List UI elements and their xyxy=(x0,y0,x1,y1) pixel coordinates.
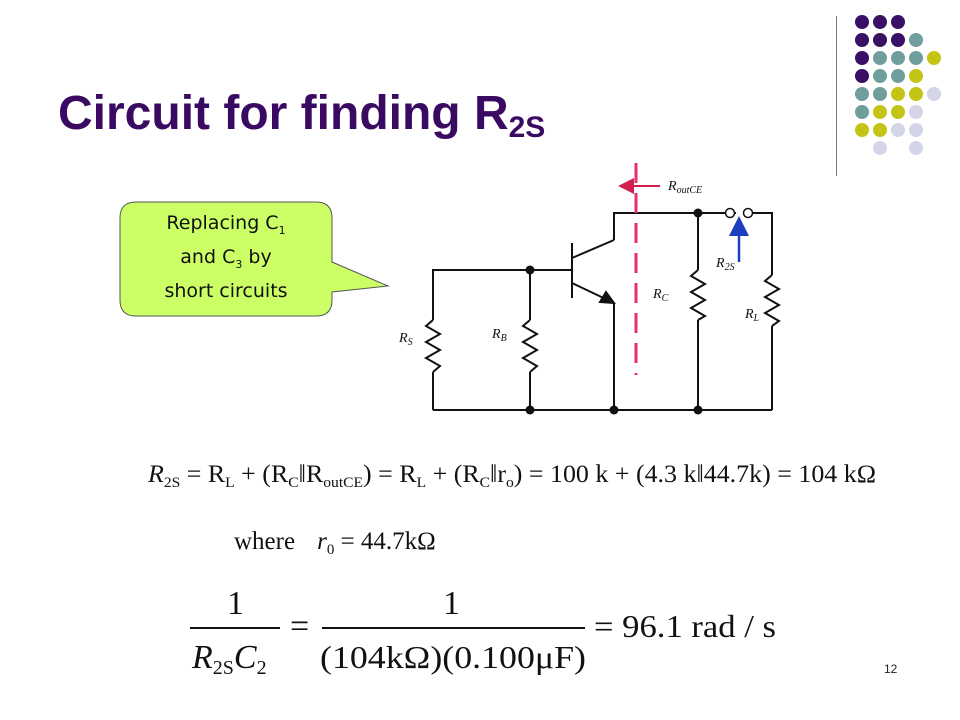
callout-line-2: and C3 by xyxy=(180,245,272,271)
dot xyxy=(873,33,887,47)
dot xyxy=(855,33,869,47)
node xyxy=(693,208,703,218)
label-rb: RB xyxy=(491,327,507,344)
eq3-equals: = xyxy=(290,608,309,645)
terminal-open-right xyxy=(742,207,754,219)
label-rl: RL xyxy=(744,307,760,324)
label-rs: RS xyxy=(398,331,413,348)
equation-cutoff: 1 R2SC2 = 1 (104kΩ)(0.100μF) = 96.1 rad … xyxy=(190,585,776,679)
eq3-denominator-1: R2SC2 xyxy=(191,639,267,679)
label-rc: RC xyxy=(652,287,669,304)
wire-rl-top xyxy=(748,212,773,275)
circuit-diagram xyxy=(423,212,782,411)
page-number: 12 xyxy=(884,662,898,676)
wire-base xyxy=(432,269,572,320)
dot xyxy=(891,15,905,29)
circuit-nodes xyxy=(525,208,703,415)
dot xyxy=(909,123,923,137)
eq3-numerator-1: 1 xyxy=(227,585,244,622)
callout-text: Replacing C1 and C3 by short circuits xyxy=(120,210,332,304)
node xyxy=(525,405,535,415)
dot xyxy=(873,123,887,137)
eq3-numerator-2: 1 xyxy=(443,585,460,622)
dot xyxy=(891,105,905,119)
dot xyxy=(873,69,887,83)
eq3-denominator-2: (104kΩ)(0.100μF) xyxy=(320,639,586,675)
dot xyxy=(873,15,887,29)
dot xyxy=(927,51,941,65)
slide-title: Circuit for finding R2S xyxy=(58,86,546,144)
dot xyxy=(873,51,887,65)
callout-line-3: short circuits xyxy=(164,279,288,302)
dot xyxy=(873,141,887,155)
node xyxy=(609,405,619,415)
dot xyxy=(891,87,905,101)
dot xyxy=(909,141,923,155)
label-r2s: R2S xyxy=(715,256,735,273)
dot xyxy=(855,51,869,65)
divider-line xyxy=(836,16,837,176)
terminal-open-left xyxy=(724,207,736,219)
callout-line-1: Replacing C1 xyxy=(166,212,286,237)
dot xyxy=(855,105,869,119)
dot xyxy=(855,123,869,137)
node xyxy=(525,265,535,275)
dot xyxy=(873,87,887,101)
dot xyxy=(855,69,869,83)
node xyxy=(693,405,703,415)
dot xyxy=(855,87,869,101)
title-subscript: 2S xyxy=(508,111,546,144)
dot xyxy=(909,51,923,65)
resistor-rl xyxy=(762,274,782,327)
dot xyxy=(891,51,905,65)
dot xyxy=(891,33,905,47)
label-routce: RoutCE xyxy=(667,179,702,196)
dot xyxy=(909,87,923,101)
resistor-rs xyxy=(423,319,443,373)
dot xyxy=(909,105,923,119)
dot xyxy=(855,15,869,29)
dot xyxy=(909,69,923,83)
dot xyxy=(891,69,905,83)
dot xyxy=(873,105,887,119)
callout-bubble xyxy=(119,201,390,317)
dot xyxy=(891,123,905,137)
wire-collector-top xyxy=(613,212,736,240)
dot xyxy=(927,87,941,101)
dot xyxy=(909,33,923,47)
eq3-result: = 96.1 rad / s xyxy=(594,608,776,644)
transistor-collector xyxy=(571,239,615,259)
resistor-rc xyxy=(688,269,708,321)
emitter-arrow xyxy=(598,290,617,305)
resistor-rb xyxy=(520,319,540,373)
title-text: Circuit for finding R xyxy=(58,87,509,140)
